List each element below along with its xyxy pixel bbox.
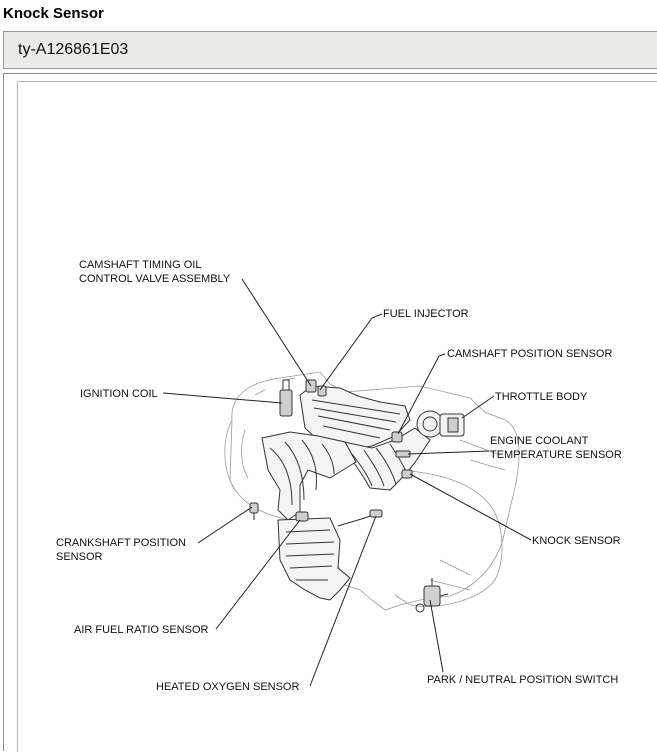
head-cover-ridges — [311, 399, 401, 439]
exhaust-pipes — [269, 439, 335, 506]
leader-park-neutral — [429, 599, 444, 673]
leader-ignition-coil — [162, 392, 283, 404]
engine-illustration — [224, 371, 520, 613]
figure-id-bar: ty-A126861E03 — [3, 31, 657, 69]
oxygen-sensor-connector — [369, 509, 383, 518]
figure-id: ty-A126861E03 — [18, 41, 129, 58]
leader-throttle-body — [461, 395, 495, 419]
engine-coolant-sensor-body — [395, 450, 411, 458]
leader-lines — [162, 278, 532, 687]
transaxle-outline — [384, 469, 503, 607]
callout-labels: CAMSHAFT TIMING OIL CONTROL VALVE ASSEMB… — [56, 259, 622, 693]
label-air-fuel-ratio-sensor: AIR FUEL RATIO SENSOR — [74, 624, 209, 636]
exhaust-manifold — [261, 431, 357, 521]
label-fuel-injector: FUEL INJECTOR — [383, 308, 469, 320]
page-title: Knock Sensor — [3, 5, 104, 22]
leader-crankshaft-position — [197, 506, 253, 544]
label-engine-coolant-line2: TEMPERATURE SENSOR — [490, 449, 622, 461]
leader-engine-coolant — [407, 450, 490, 455]
cat-honeycomb — [285, 529, 335, 581]
label-park-neutral-switch: PARK / NEUTRAL POSITION SWITCH — [427, 674, 618, 686]
knock-sensor-body — [401, 469, 413, 479]
label-knock-sensor: KNOCK SENSOR — [532, 535, 621, 547]
ignition-coil — [279, 379, 293, 417]
label-ignition-coil: IGNITION COIL — [80, 388, 158, 400]
label-engine-coolant-line1: ENGINE COOLANT — [490, 435, 589, 447]
camshaft-position-sensor-body — [391, 431, 403, 443]
leader-heated-oxygen — [309, 515, 377, 687]
label-camshaft-position-sensor: CAMSHAFT POSITION SENSOR — [447, 348, 612, 360]
label-camshaft-ocv-line1: CAMSHAFT TIMING OIL — [79, 259, 201, 271]
air-fuel-ratio-sensor-body — [295, 511, 309, 522]
engine-front-outline — [224, 419, 249, 491]
figure-inner-frame — [17, 81, 657, 752]
intake-runners — [351, 443, 409, 487]
leader-fuel-injector — [319, 313, 383, 391]
label-crankshaft-position-line1: CRANKSHAFT POSITION — [56, 537, 186, 549]
label-camshaft-ocv-line2: CONTROL VALVE ASSEMBLY — [79, 273, 231, 285]
leader-camshaft-ocv — [241, 278, 312, 387]
label-crankshaft-position-line2: SENSOR — [56, 551, 103, 563]
throttle-body — [416, 410, 465, 438]
leader-air-fuel-ratio — [215, 519, 301, 630]
leader-camshaft-position — [397, 353, 446, 435]
crankshaft-position-sensor — [249, 502, 259, 520]
engine-detail-lines — [254, 377, 506, 591]
label-heated-oxygen-sensor: HEATED OXYGEN SENSOR — [156, 681, 299, 693]
leader-knock-sensor — [409, 473, 532, 541]
figure-frame — [3, 73, 657, 752]
park-neutral-switch — [415, 578, 449, 613]
label-throttle-body: THROTTLE BODY — [495, 391, 588, 403]
